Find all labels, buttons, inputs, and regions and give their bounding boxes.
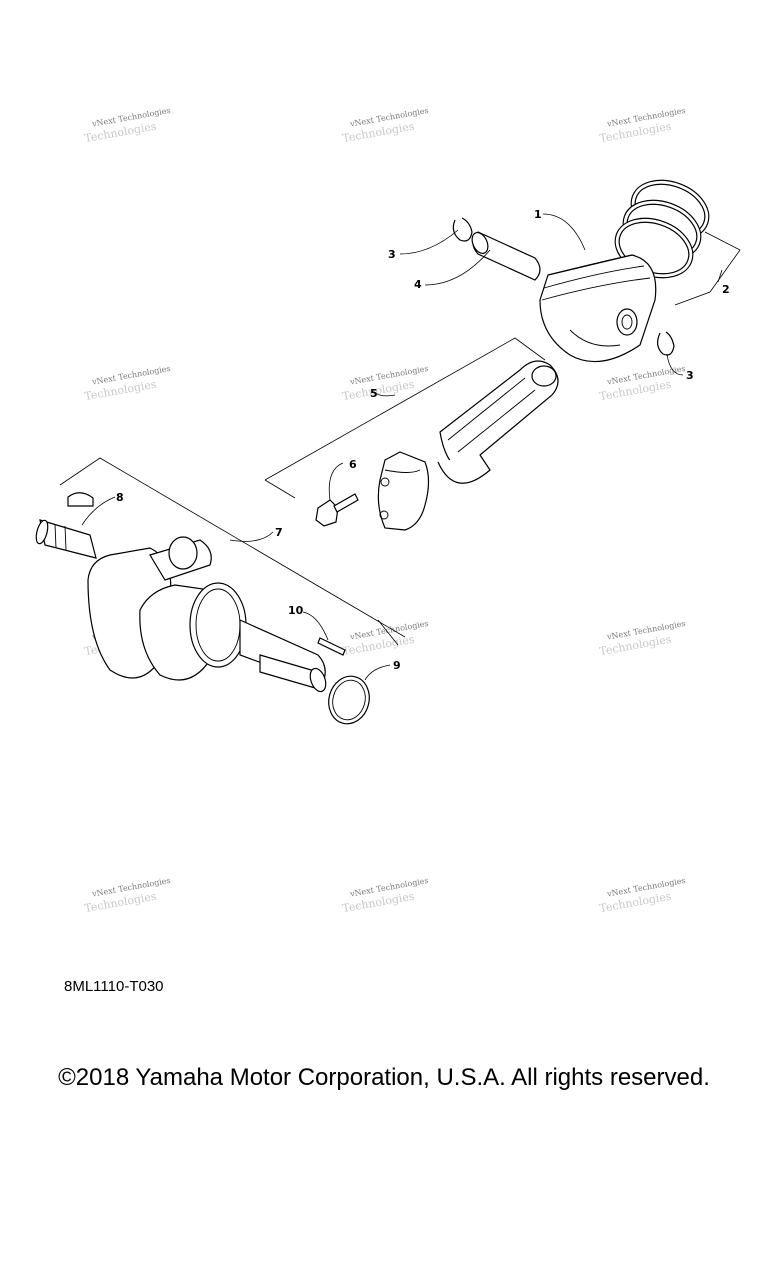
- o-ring: [328, 675, 370, 725]
- connecting-rod: [437, 360, 559, 484]
- callout-7: 7: [275, 526, 283, 539]
- callout-6: 6: [349, 458, 357, 471]
- callout-3-left: 3: [388, 248, 396, 261]
- circlip-right: [657, 331, 675, 356]
- callout-8: 8: [116, 491, 124, 504]
- piston-rings: [614, 179, 710, 279]
- circlip-left: [452, 217, 473, 242]
- callout-4: 4: [414, 278, 422, 291]
- leader-lines: [81, 213, 684, 681]
- piston-pin: [471, 231, 541, 281]
- callout-5: 5: [370, 387, 378, 400]
- callout-3-right: 3: [686, 369, 694, 382]
- callout-9: 9: [393, 659, 401, 672]
- callout-2: 2: [722, 283, 730, 296]
- callout-10: 10: [288, 604, 304, 617]
- dowel-pin: [317, 637, 346, 656]
- rod-cap: [377, 451, 430, 531]
- callout-1: 1: [534, 208, 542, 221]
- copyright-notice: ©2018 Yamaha Motor Corporation, U.S.A. A…: [58, 1064, 710, 1091]
- crankshaft: [35, 519, 327, 693]
- drawing-code: 8ML1110-T030: [64, 978, 164, 995]
- callout-labels: 1 2 3 4 3 5 6 7 8 9 10: [116, 208, 730, 672]
- rod-bolt: [315, 493, 359, 527]
- group-brackets: [59, 231, 741, 646]
- piston: [539, 254, 657, 363]
- woodruff-key: [67, 492, 94, 507]
